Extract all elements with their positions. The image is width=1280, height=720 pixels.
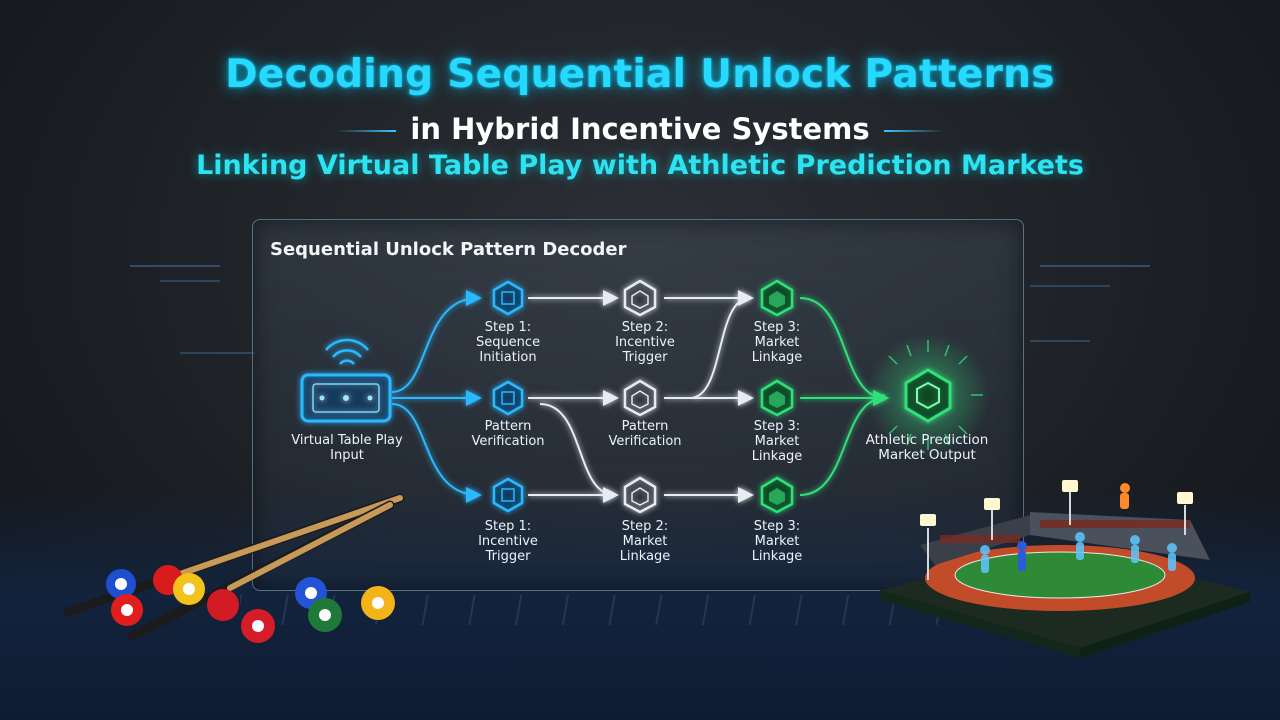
- row1-step3-node: [760, 279, 794, 317]
- row2-step2-line1: Pattern: [621, 419, 669, 434]
- subtitle-text: in Hybrid Incentive Systems: [410, 112, 870, 146]
- row1-step2-label: Step 2: Incentive Trigger: [590, 320, 700, 365]
- row2-step3-line2: Market: [754, 434, 800, 449]
- row2-step1-line2: Verification: [471, 434, 545, 449]
- row3-step2-label: Step 2: Market Linkage: [590, 519, 700, 564]
- row2-step3-line3: Linkage: [751, 449, 803, 464]
- row1-step1-line3: Initiation: [479, 350, 537, 365]
- deco-line: [1030, 340, 1090, 342]
- row1-step2-line3: Trigger: [622, 350, 668, 365]
- row3-step2-line1: Step 2:: [621, 519, 669, 534]
- input-node-label: Virtual Table Play Input: [291, 433, 403, 463]
- row2-step3-label: Step 3: Market Linkage: [722, 419, 832, 464]
- row3-step3-line2: Market: [754, 534, 800, 549]
- billiard-balls-image: [106, 565, 395, 643]
- row2-step2-label: Pattern Verification: [590, 419, 700, 449]
- row1-step2-node: [623, 279, 657, 317]
- row1-step1-node: [492, 280, 524, 316]
- row2-step2-node: [623, 379, 657, 417]
- deco-line: [1030, 285, 1110, 287]
- row1-step3-line3: Linkage: [751, 350, 803, 365]
- row3-step3-node: [760, 476, 794, 514]
- connector-cross-row2-row1: [689, 297, 751, 399]
- subtitle-right-divider: [883, 130, 944, 132]
- deco-line: [1040, 265, 1150, 267]
- row1-step1-line1: Step 1:: [484, 320, 532, 335]
- row3-step3-line3: Linkage: [751, 549, 803, 564]
- page-title: Decoding Sequential Unlock Patterns: [225, 52, 1055, 97]
- pool-table-icon: [300, 373, 392, 423]
- row2-step1-node: [492, 380, 524, 416]
- row3-step1-line1: Step 1:: [484, 519, 532, 534]
- connector-cross-row2-row3: [539, 403, 616, 496]
- page-subtitle: in Hybrid Incentive Systems: [0, 112, 1280, 146]
- row3-step3-line1: Step 3:: [753, 519, 801, 534]
- panel-title: Sequential Unlock Pattern Decoder: [270, 239, 627, 260]
- deco-line: [160, 280, 220, 282]
- row3-step3-label: Step 3: Market Linkage: [722, 519, 832, 564]
- connector-input-row3: [391, 403, 482, 503]
- connector-input-row1: [391, 290, 482, 393]
- row3-step1-node: [492, 477, 524, 513]
- stadium-diorama-image: [880, 480, 1250, 658]
- row1-step2-line2: Incentive: [615, 335, 675, 350]
- row3-step2-line2: Market: [622, 534, 668, 549]
- subtitle-left-divider: [336, 130, 397, 132]
- row2-step1-label: Pattern Verification: [453, 419, 563, 449]
- row3-step2-line3: Linkage: [619, 549, 671, 564]
- deco-line: [130, 265, 220, 267]
- row2-step2-line2: Verification: [608, 434, 682, 449]
- row1-step1-label: Step 1: Sequence Initiation: [453, 320, 563, 365]
- row3-step1-label: Step 1: Incentive Trigger: [453, 519, 563, 564]
- row1-step2-line1: Step 2:: [621, 320, 669, 335]
- wifi-icon: [325, 338, 369, 365]
- page-tagline: Linking Virtual Table Play with Athletic…: [196, 150, 1084, 181]
- row3-step1-line3: Trigger: [485, 549, 531, 564]
- row2-step1-line1: Pattern: [484, 419, 532, 434]
- row3-step2-node: [623, 476, 657, 514]
- output-node-label: Athletic Prediction Market Output: [865, 432, 989, 463]
- row1-step3-line2: Market: [754, 335, 800, 350]
- output-node: [866, 333, 990, 457]
- row1-step3-line1: Step 3:: [753, 320, 801, 335]
- row2-step3-node: [760, 379, 794, 417]
- row3-step1-line2: Incentive: [478, 534, 538, 549]
- deco-line: [180, 352, 255, 354]
- row1-step3-label: Step 3: Market Linkage: [722, 320, 832, 365]
- row1-step1-line2: Sequence: [475, 335, 541, 350]
- row2-step3-line1: Step 3:: [753, 419, 801, 434]
